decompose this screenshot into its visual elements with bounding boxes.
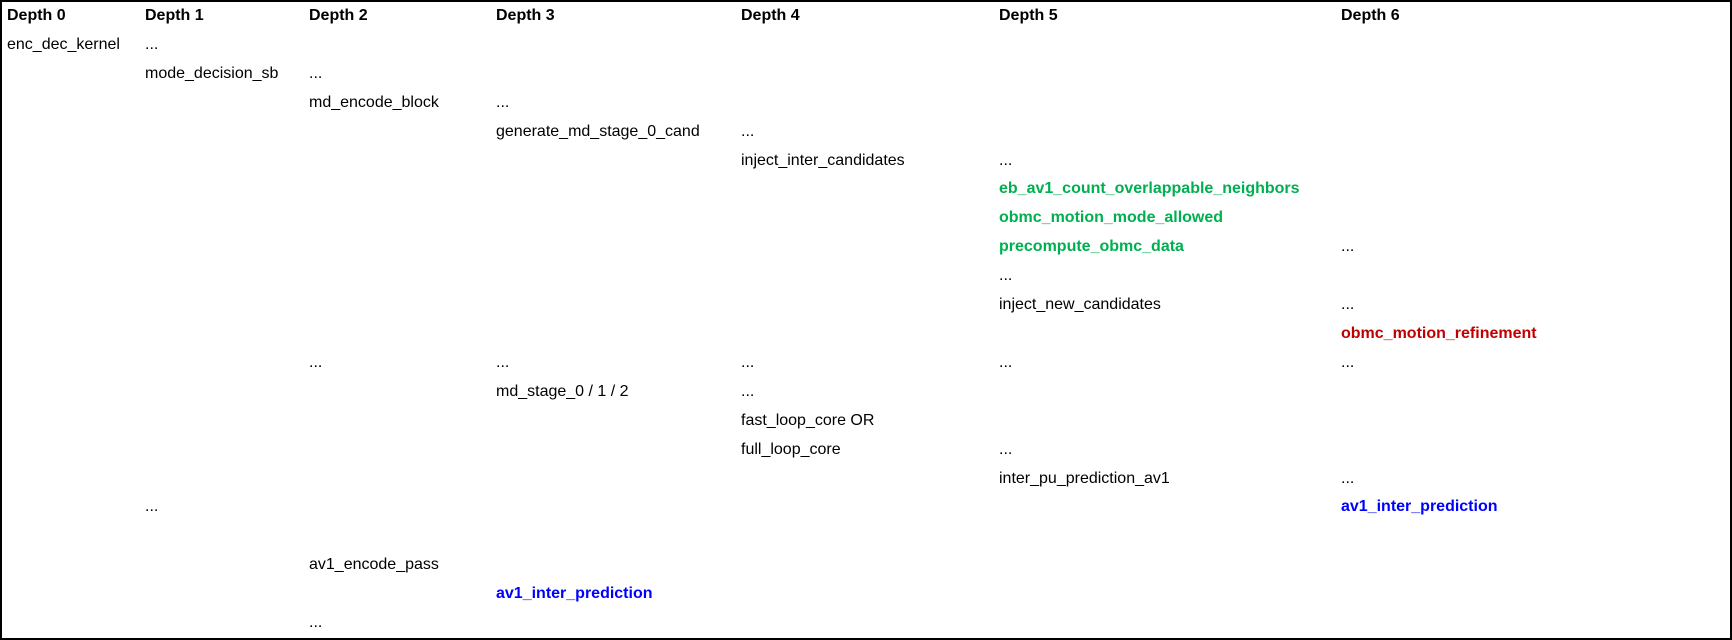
- table-row: ...: [2, 262, 1730, 291]
- table-row: full_loop_core...: [2, 436, 1730, 465]
- cell-md-stage-0-1-2: md_stage_0 / 1 / 2: [496, 382, 629, 400]
- cell-eb-av1-count-overlappable-neighbors: eb_av1_count_overlappable_neighbors: [999, 180, 1300, 198]
- ellipsis-cell: ...: [309, 353, 323, 371]
- ellipsis-cell: ...: [145, 35, 159, 53]
- table-row: av1_encode_pass: [2, 551, 1730, 580]
- table-row: fast_loop_core OR: [2, 407, 1730, 436]
- cell-fast-loop-core-or: fast_loop_core OR: [741, 411, 875, 429]
- table-row: enc_dec_kernel...: [2, 31, 1730, 60]
- table-row: obmc_motion_refinement: [2, 320, 1730, 349]
- cell-obmc-motion-refinement: obmc_motion_refinement: [1341, 325, 1537, 342]
- ellipsis-cell: ...: [741, 122, 755, 140]
- table-row: md_stage_0 / 1 / 2...: [2, 378, 1730, 407]
- table-row: [2, 522, 1730, 551]
- ellipsis-cell: ...: [309, 614, 323, 632]
- cell-av1-encode-pass: av1_encode_pass: [309, 556, 439, 574]
- ellipsis-cell: ...: [1341, 238, 1355, 256]
- table-row: inter_pu_prediction_av1...: [2, 465, 1730, 494]
- cell-generate-md-stage-0-cand: generate_md_stage_0_cand: [496, 122, 700, 140]
- ellipsis-cell: ...: [1341, 353, 1355, 371]
- column-header-depth-3: Depth 3: [496, 7, 555, 24]
- column-header-depth-0: Depth 0: [7, 7, 66, 24]
- cell-inject-inter-candidates: inject_inter_candidates: [741, 151, 905, 169]
- table-row: eb_av1_count_overlappable_neighbors: [2, 175, 1730, 204]
- table-row: inject_inter_candidates...: [2, 147, 1730, 176]
- table-row: ...: [2, 609, 1730, 638]
- ellipsis-cell: ...: [999, 267, 1013, 285]
- table-row: obmc_motion_mode_allowed: [2, 204, 1730, 233]
- cell-inter-pu-prediction-av1: inter_pu_prediction_av1: [999, 469, 1170, 487]
- column-header-depth-5: Depth 5: [999, 7, 1058, 24]
- cell-mode-decision-sb: mode_decision_sb: [145, 64, 279, 82]
- table-row: av1_inter_prediction: [2, 580, 1730, 609]
- table-row: ...............: [2, 349, 1730, 378]
- ellipsis-cell: ...: [309, 64, 323, 82]
- column-header-depth-6: Depth 6: [1341, 7, 1400, 24]
- table-row: inject_new_candidates...: [2, 291, 1730, 320]
- ellipsis-cell: ...: [496, 93, 510, 111]
- ellipsis-cell: ...: [999, 440, 1013, 458]
- table-row: mode_decision_sb...: [2, 60, 1730, 89]
- cell-md-encode-block: md_encode_block: [309, 93, 439, 111]
- cell-enc-dec-kernel: enc_dec_kernel: [7, 35, 120, 53]
- ellipsis-cell: ...: [145, 498, 159, 516]
- table-row: md_encode_block...: [2, 89, 1730, 118]
- cell-inject-new-candidates: inject_new_candidates: [999, 296, 1161, 314]
- column-header-depth-4: Depth 4: [741, 7, 800, 24]
- ellipsis-cell: ...: [999, 151, 1013, 169]
- column-header-depth-2: Depth 2: [309, 7, 368, 24]
- column-header-depth-1: Depth 1: [145, 7, 204, 24]
- ellipsis-cell: ...: [1341, 296, 1355, 314]
- cell-av1-inter-prediction: av1_inter_prediction: [1341, 498, 1498, 516]
- table-row: ... av1_inter_prediction: [2, 493, 1730, 522]
- ellipsis-cell: ...: [1341, 469, 1355, 487]
- ellipsis-cell: ...: [741, 353, 755, 371]
- header-row: Depth 0 Depth 1 Depth 2 Depth 3 Depth 4 Depth…: [2, 2, 1730, 31]
- ellipsis-cell: ...: [999, 353, 1013, 371]
- ellipsis-cell: ...: [741, 382, 755, 400]
- table-row: precompute_obmc_data...: [2, 233, 1730, 262]
- cell-obmc-motion-mode-allowed: obmc_motion_mode_allowed: [999, 209, 1224, 227]
- table-row: generate_md_stage_0_cand...: [2, 118, 1730, 147]
- cell-full-loop-core: full_loop_core: [741, 440, 841, 458]
- cell-precompute-obmc-data: precompute_obmc_data: [999, 238, 1184, 256]
- ellipsis-cell: ...: [496, 353, 510, 371]
- cell-av1-inter-prediction: av1_inter_prediction: [496, 585, 653, 603]
